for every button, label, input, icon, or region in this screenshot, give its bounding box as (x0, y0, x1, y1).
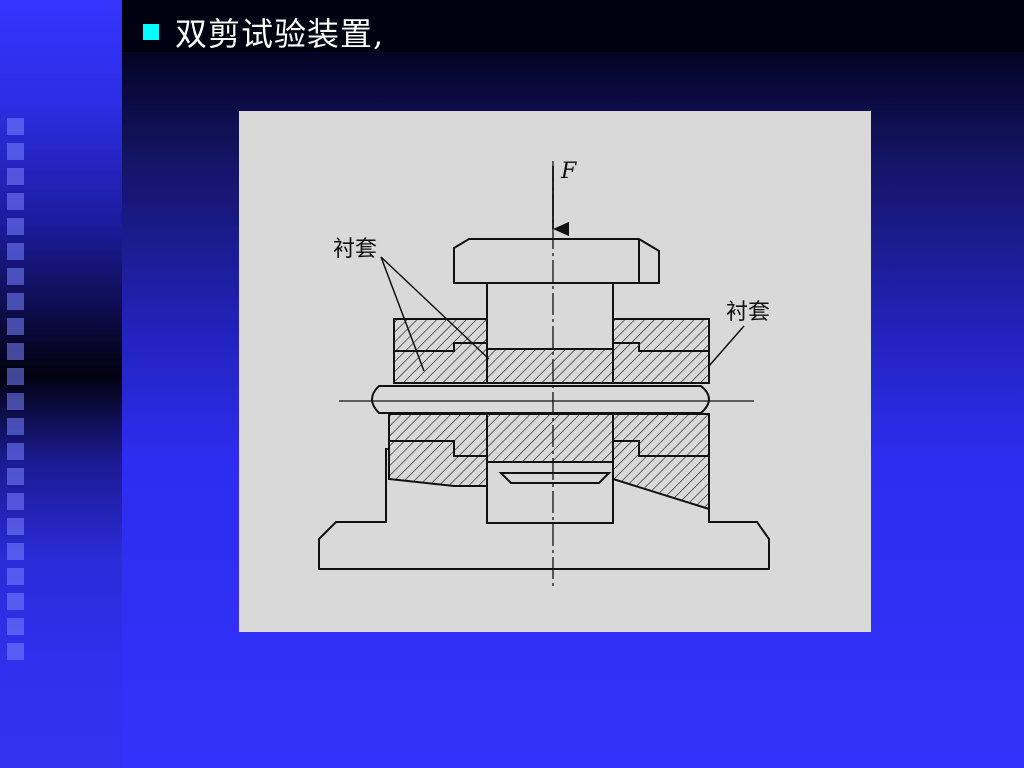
title-text: 双剪试验装置, (175, 15, 385, 53)
bushing-label-left: 衬套 (333, 237, 378, 262)
bullet-icon (143, 24, 159, 40)
title-band (122, 0, 1024, 52)
center-bushing (486, 348, 614, 384)
top-cap (453, 238, 660, 284)
pin (371, 385, 710, 414)
bushing-label-right: 衬套 (726, 300, 771, 325)
slide-title: 双剪试验装置, (143, 10, 384, 54)
force-label: F (561, 159, 577, 184)
left-decor-strip (0, 0, 122, 768)
apparatus-drawing (318, 161, 770, 589)
left-lower-block (388, 413, 490, 487)
decor-squares (7, 118, 31, 678)
center-column (486, 280, 614, 350)
double-shear-figure: F 衬套 衬套 (239, 111, 871, 632)
